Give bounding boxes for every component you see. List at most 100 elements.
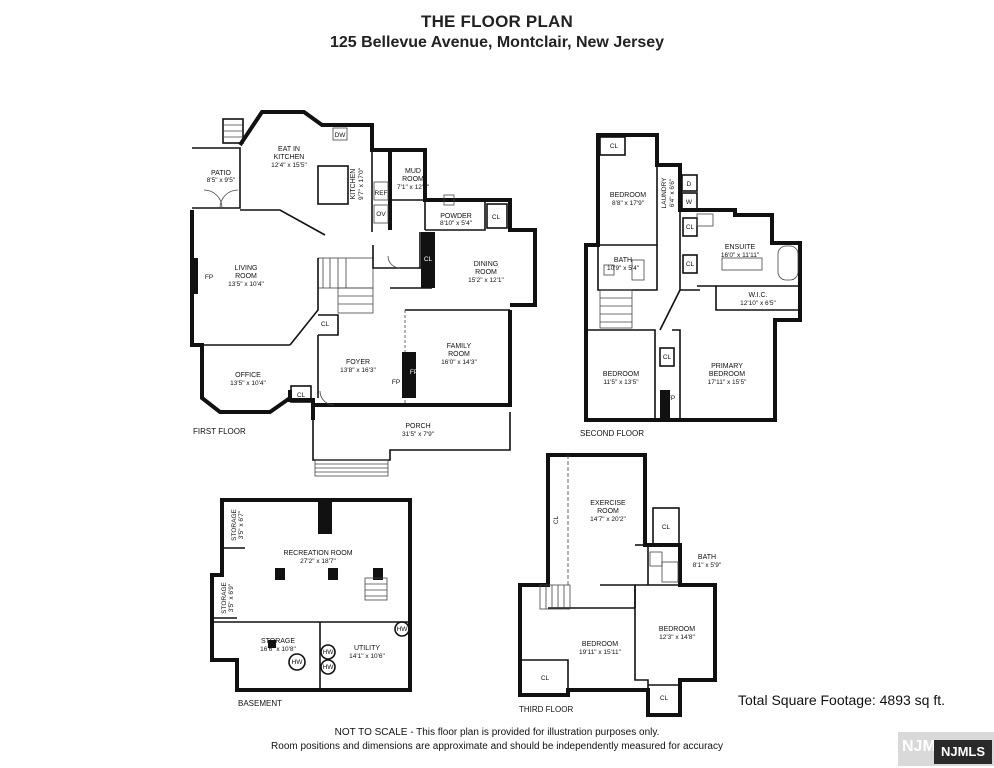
room-dimensions: 13'8" x 16'3" xyxy=(340,367,376,374)
room-dimensions: 16'0" x 11'11" xyxy=(721,252,760,259)
refrigerator xyxy=(373,181,389,201)
room-name: PORCH xyxy=(405,423,430,430)
bathtub xyxy=(777,245,799,281)
room-dimensions: 3'5" x 6'7" xyxy=(238,510,245,539)
room-dimensions: 8'8" x 17'9" xyxy=(612,200,645,207)
room-name: POWDER xyxy=(440,213,472,220)
refrigerator-label: REF xyxy=(375,190,388,197)
room-dimensions: 8'10" x 5'4" xyxy=(440,220,473,227)
third-floor-stairs xyxy=(539,584,571,610)
room-dimensions: 12'4" x 15'5" xyxy=(271,162,307,169)
room-name: STORAGE xyxy=(261,638,295,645)
floor-label: FIRST FLOOR xyxy=(193,427,246,436)
living-room-fireplace xyxy=(192,258,198,294)
room-name: EAT IN xyxy=(278,146,300,153)
third-floor-shower xyxy=(661,561,679,583)
basement-column xyxy=(373,568,383,580)
third-floor-toilet xyxy=(649,551,663,567)
fireplace-label: FP xyxy=(410,369,418,376)
closet-label: CL xyxy=(660,695,669,702)
basement-chimney xyxy=(318,502,332,534)
fireplace-label: FP xyxy=(392,379,400,386)
water-heater-label: HW xyxy=(323,664,335,671)
logo-badge: NJMLS xyxy=(934,740,992,764)
room-name: MUD xyxy=(405,168,421,175)
room-name: PATIO xyxy=(211,170,232,177)
basement-column xyxy=(275,568,285,580)
water-heater xyxy=(320,644,336,660)
room-dimensions: 12'3" x 14'8" xyxy=(659,634,695,641)
room-dimensions: 3'5" x 6'9" xyxy=(228,583,235,612)
room-name: BEDROOM xyxy=(709,371,745,378)
room-dimensions: 17'11" x 15'5" xyxy=(708,379,747,386)
page-title: THE FLOOR PLAN xyxy=(420,12,573,31)
first-floor-stairs xyxy=(317,257,374,289)
room-dimensions: 8'5" x 9'5" xyxy=(207,177,236,184)
room-dimensions: 7'1" x 12'2" xyxy=(397,184,430,191)
room-dimensions: 31'5" x 7'9" xyxy=(402,431,435,438)
second-floor-exterior-wall xyxy=(584,133,802,422)
oven xyxy=(373,204,389,224)
room-name: W.I.C. xyxy=(748,292,767,299)
room-name: KITCHEN xyxy=(274,154,305,161)
room-name: UTILITY xyxy=(354,645,380,652)
room-name: ROOM xyxy=(475,269,497,276)
fireplace-label: FP xyxy=(205,274,213,281)
room-name: LAUNDRY xyxy=(661,177,668,209)
water-heater-label: HW xyxy=(397,626,409,633)
fireplace-label: FP xyxy=(667,395,675,402)
room-name: OFFICE xyxy=(235,372,261,379)
closet-label: CL xyxy=(610,143,619,150)
basement-stairs xyxy=(364,577,388,601)
room-dimensions: 12'10" x 6'5" xyxy=(740,300,776,307)
porch-outline xyxy=(312,412,511,461)
oven-label: OV xyxy=(376,211,386,218)
room-name: ENSUITE xyxy=(725,244,756,251)
room-name: RECREATION ROOM xyxy=(283,550,352,557)
room-dimensions: 10'9" x 5'4" xyxy=(607,265,640,272)
closet-label: CL xyxy=(297,392,306,399)
closet-label: CL xyxy=(541,675,550,682)
room-name: BEDROOM xyxy=(610,192,646,199)
room-name: STORAGE xyxy=(231,509,238,541)
room-name: BEDROOM xyxy=(659,626,695,633)
njmls-logo: NJMLS NJMLS xyxy=(898,726,994,768)
room-name: ROOM xyxy=(448,351,470,358)
basement-plan: STORAGE 3'5" x 6'7" RECREATION ROOM 27'2… xyxy=(210,498,412,708)
room-name: DINING xyxy=(474,261,499,268)
room-dimensions: 13'5" x 10'4" xyxy=(230,380,266,387)
closet-label: CL xyxy=(553,515,560,524)
room-name: ROOM xyxy=(402,176,424,183)
water-heater xyxy=(394,621,410,637)
room-dimensions: 16'6" x 10'8" xyxy=(260,646,296,653)
water-heater xyxy=(288,653,306,671)
water-heater-label: HW xyxy=(323,649,335,656)
room-name: ROOM xyxy=(597,508,619,515)
first-floor-exterior-wall xyxy=(238,110,392,230)
room-dimensions: 9'7" x 17'0" xyxy=(358,167,365,200)
closet-label: CL xyxy=(492,214,501,221)
room-name: LIVING xyxy=(235,265,258,272)
room-name: FOYER xyxy=(346,359,370,366)
room-name: ROOM xyxy=(235,273,257,280)
floor-label: BASEMENT xyxy=(238,699,282,708)
closet-label: CL xyxy=(424,256,433,263)
basement-exterior-wall xyxy=(210,498,412,692)
room-name: FAMILY xyxy=(447,343,472,350)
property-address: 125 Bellevue Avenue, Montclair, New Jers… xyxy=(329,34,665,51)
closet-label: CL xyxy=(663,354,672,361)
room-dimensions: 19'11" x 15'11" xyxy=(579,649,622,656)
basement-column xyxy=(328,568,338,580)
room-name: BATH xyxy=(698,554,716,561)
kitchen-island xyxy=(317,165,349,205)
room-name: EXERCISE xyxy=(590,500,626,507)
room-name: BATH xyxy=(614,257,632,264)
dishwasher-label: DW xyxy=(335,132,347,139)
room-dimensions: 11'5" x 13'5" xyxy=(603,379,639,386)
first-floor-plan: PATIO 8'5" x 9'5" EAT IN KITCHEN 12'4" x… xyxy=(190,110,537,477)
dryer-label: D xyxy=(687,181,692,188)
room-dimensions: 14'7" x 20'2" xyxy=(590,516,626,523)
room-dimensions: 14'1" x 10'6" xyxy=(349,653,385,660)
washer-label: W xyxy=(686,199,693,206)
